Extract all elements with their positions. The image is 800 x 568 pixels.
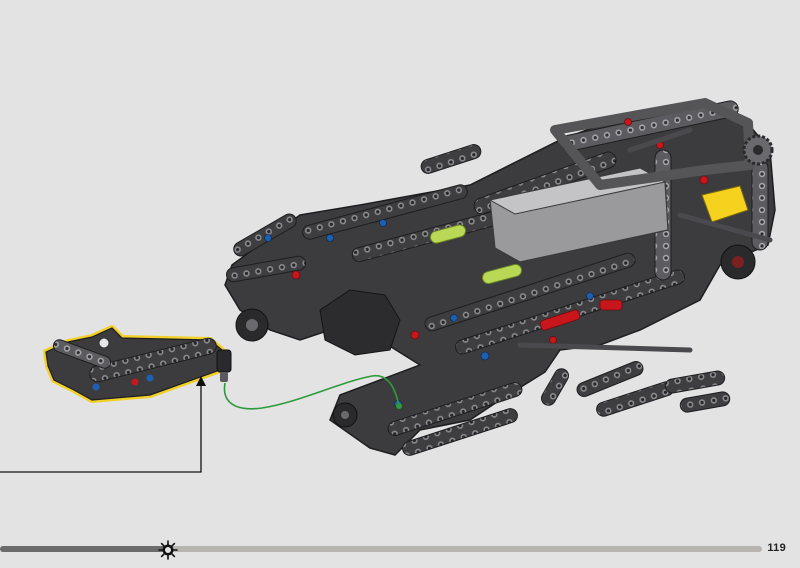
- beam-front-2: [226, 255, 306, 283]
- beam-left-1: [302, 184, 468, 240]
- green-cable: [223, 375, 400, 410]
- pin-connector: [216, 349, 232, 382]
- main-assembly: [224, 98, 776, 456]
- hub-rear: [720, 244, 756, 280]
- gear-top-right: [742, 134, 774, 166]
- cable-end: [396, 403, 402, 409]
- hub-front: [235, 308, 269, 342]
- new-part-assembly: [43, 325, 225, 403]
- gear-burst-icon: [157, 540, 178, 560]
- hub-lower: [332, 402, 358, 428]
- rear-frame: [550, 98, 755, 190]
- beam-lower-1: [387, 382, 523, 436]
- beam-mid-1: [424, 252, 636, 332]
- axles: [517, 127, 773, 353]
- lime-connector-2: [481, 263, 523, 285]
- loose-beams-bottom-right: [541, 361, 731, 417]
- beam-lower-2: [402, 408, 518, 456]
- yellow-block: [701, 185, 749, 223]
- beam-top-left: [420, 144, 482, 174]
- page-number: 119: [767, 542, 786, 554]
- lime-connector-1: [429, 224, 467, 244]
- gearbox: [319, 289, 401, 356]
- progress-bar: [0, 546, 762, 552]
- progress-fill: [0, 546, 168, 552]
- callout-pointer: [0, 376, 206, 473]
